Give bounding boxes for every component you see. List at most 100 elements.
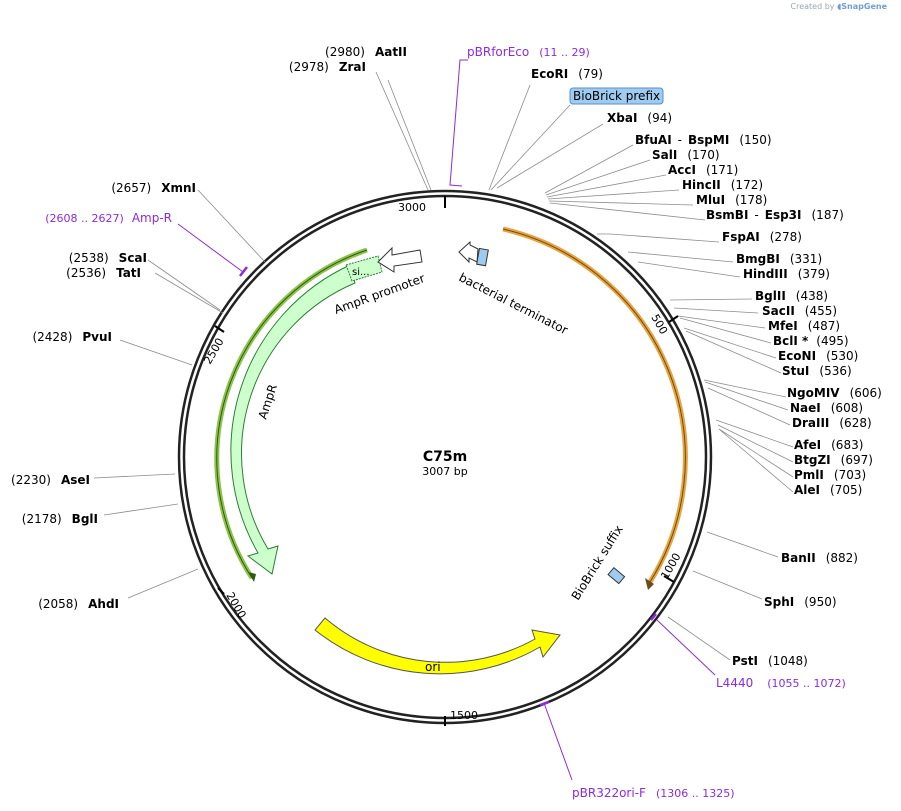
enzyme-aatii[interactable]: (2980)AatII xyxy=(325,45,407,59)
primer-pbrforeco[interactable]: pBRforEco(11 .. 29) xyxy=(467,45,590,59)
enzyme-ahdi[interactable]: (2058)AhdI xyxy=(38,597,119,611)
primer-leader-lines xyxy=(177,59,716,781)
leader-line xyxy=(685,330,782,374)
primer-leader-ampr xyxy=(177,223,244,273)
ori-label: ori xyxy=(425,660,441,674)
enzyme-acci[interactable]: AccI(171) xyxy=(668,163,738,177)
enzyme-ecori[interactable]: EcoRI(79) xyxy=(531,67,603,81)
signal-peptide-feature[interactable] xyxy=(345,255,383,282)
tick-mark-1000 xyxy=(663,575,675,583)
primer-amp-r[interactable]: (2608 .. 2627)Amp-R xyxy=(45,211,172,225)
tick-mark-2500 xyxy=(214,325,225,333)
leader-line xyxy=(544,144,634,194)
biobrick-prefix-badge[interactable] xyxy=(569,87,664,105)
leader-line xyxy=(387,79,432,191)
ampr-promoter-arrow[interactable] xyxy=(377,246,423,273)
leader-line xyxy=(488,84,531,191)
leader-line xyxy=(119,339,193,366)
plasmid-name: C75m xyxy=(423,449,467,465)
insert-arc-orange-line xyxy=(502,228,686,583)
leader-line xyxy=(706,531,779,558)
enzyme-bsmbi-esp3i[interactable]: BsmBI-Esp3I(187) xyxy=(706,208,844,222)
enzyme-afei[interactable]: AfeI(683) xyxy=(794,438,863,452)
primer-pbr322ori-f[interactable]: pBR322ori-F(1306 .. 1325) xyxy=(572,786,735,800)
enzyme-econi[interactable]: EcoNI(530) xyxy=(778,349,858,363)
leader-line xyxy=(718,428,794,478)
enzyme-draiii[interactable]: DraIII(628) xyxy=(792,416,872,430)
enzyme-asei[interactable]: (2230)AseI xyxy=(11,473,90,487)
enzyme-pvui[interactable]: (2428)PvuI xyxy=(32,330,112,344)
tick-label-1500: 1500 xyxy=(450,709,478,722)
enzyme-bfuai-bspmi[interactable]: BfuAI-BspMI(150) xyxy=(635,133,772,147)
leader-line xyxy=(548,200,694,206)
tick-mark-2000 xyxy=(217,587,225,595)
enzyme-labels-right: EcoRI(79) XbaI(94) BfuAI-BspMI(150) SalI… xyxy=(531,67,882,668)
leader-line xyxy=(547,189,680,200)
leader-line xyxy=(197,189,266,263)
leader-line xyxy=(715,419,794,448)
leader-line xyxy=(704,381,789,411)
leader-line xyxy=(154,272,224,314)
leader-line xyxy=(546,174,667,198)
tick-marks xyxy=(214,196,679,726)
enzyme-banii[interactable]: BanII(882) xyxy=(781,551,858,565)
enzyme-xmni[interactable]: (2657)XmnI xyxy=(111,181,196,195)
enzyme-sphi[interactable]: SphI(950) xyxy=(764,595,837,609)
enzyme-alei[interactable]: AleI(705) xyxy=(794,483,862,497)
tick-label-2000: 2000 xyxy=(223,590,248,621)
bacterial-terminator-block[interactable] xyxy=(476,247,489,267)
enzyme-tati[interactable]: (2536)TatI xyxy=(66,266,141,280)
enzyme-naei[interactable]: NaeI(608) xyxy=(790,401,863,415)
biobrick-suffix-block[interactable] xyxy=(607,566,626,585)
leader-line xyxy=(679,317,772,344)
leader-line xyxy=(703,379,787,398)
leader-lines xyxy=(93,71,794,661)
primer-l4440[interactable]: L4440(1055 .. 1072) xyxy=(716,676,846,690)
enzyme-labels-left: (2980)AatII (2978)ZraI (2657)XmnI (2538)… xyxy=(11,45,407,611)
leader-line xyxy=(677,315,766,329)
enzyme-btgzi[interactable]: BtgZI(697) xyxy=(794,453,873,467)
leader-line xyxy=(707,387,791,426)
enzyme-mfei[interactable]: MfeI(487) xyxy=(768,319,840,333)
enzyme-bgli[interactable]: (2178)BglI xyxy=(22,512,98,526)
leader-line xyxy=(127,568,199,599)
insert-arc-orange xyxy=(502,226,688,584)
enzyme-hincii[interactable]: HincII(172) xyxy=(682,178,763,192)
enzyme-fspai[interactable]: FspAI(278) xyxy=(722,230,802,244)
leader-line xyxy=(93,473,176,479)
primer-mark-pbr322ori xyxy=(539,700,550,707)
enzyme-mlui[interactable]: MluI(178) xyxy=(696,193,767,207)
enzyme-sali[interactable]: SalI(170) xyxy=(652,148,720,162)
insert-arc-orange-arrowhead xyxy=(645,578,654,590)
enzyme-pmli[interactable]: PmlI(703) xyxy=(794,468,866,482)
enzyme-hindiii[interactable]: HindIII(379) xyxy=(743,267,830,281)
leader-line xyxy=(692,570,763,600)
ampr-label: AmpR xyxy=(256,382,280,420)
primer-labels: pBRforEco(11 .. 29) (2608 .. 2627)Amp-R … xyxy=(45,45,846,800)
primer-mark-l4440 xyxy=(650,613,657,621)
ori-feature-arrow[interactable] xyxy=(314,617,561,675)
leader-line xyxy=(683,327,777,359)
leader-line xyxy=(545,159,651,196)
leader-line xyxy=(147,259,221,311)
ampr-arc-green-arrowhead xyxy=(248,572,256,582)
enzyme-xbai[interactable]: XbaI(94) xyxy=(607,111,672,125)
leader-line xyxy=(490,104,571,191)
enzyme-zrai[interactable]: (2978)ZraI xyxy=(289,60,366,74)
enzyme-bcli[interactable]: BclI *(495) xyxy=(773,334,849,348)
biobrick-prefix-label: BioBrick prefix xyxy=(573,89,660,103)
enzyme-sacii[interactable]: SacII(455) xyxy=(762,304,837,318)
enzyme-ngomiv[interactable]: NgoMIV(606) xyxy=(787,386,882,400)
enzyme-stui[interactable]: StuI(536) xyxy=(782,364,852,378)
leader-line xyxy=(496,123,604,189)
bacterial-terminator-arrow[interactable] xyxy=(458,240,479,264)
enzyme-psti[interactable]: PstI(1048) xyxy=(732,654,808,668)
enzyme-bmgbi[interactable]: BmgBI(331) xyxy=(736,252,822,266)
ampr-feature-arrow[interactable] xyxy=(230,264,356,575)
enzyme-scai[interactable]: (2538)ScaI xyxy=(69,251,147,265)
leader-line xyxy=(717,424,794,463)
enzyme-bglii[interactable]: BglII(438) xyxy=(755,289,828,303)
leader-line xyxy=(637,261,741,278)
tick-label-3000: 3000 xyxy=(398,201,426,214)
